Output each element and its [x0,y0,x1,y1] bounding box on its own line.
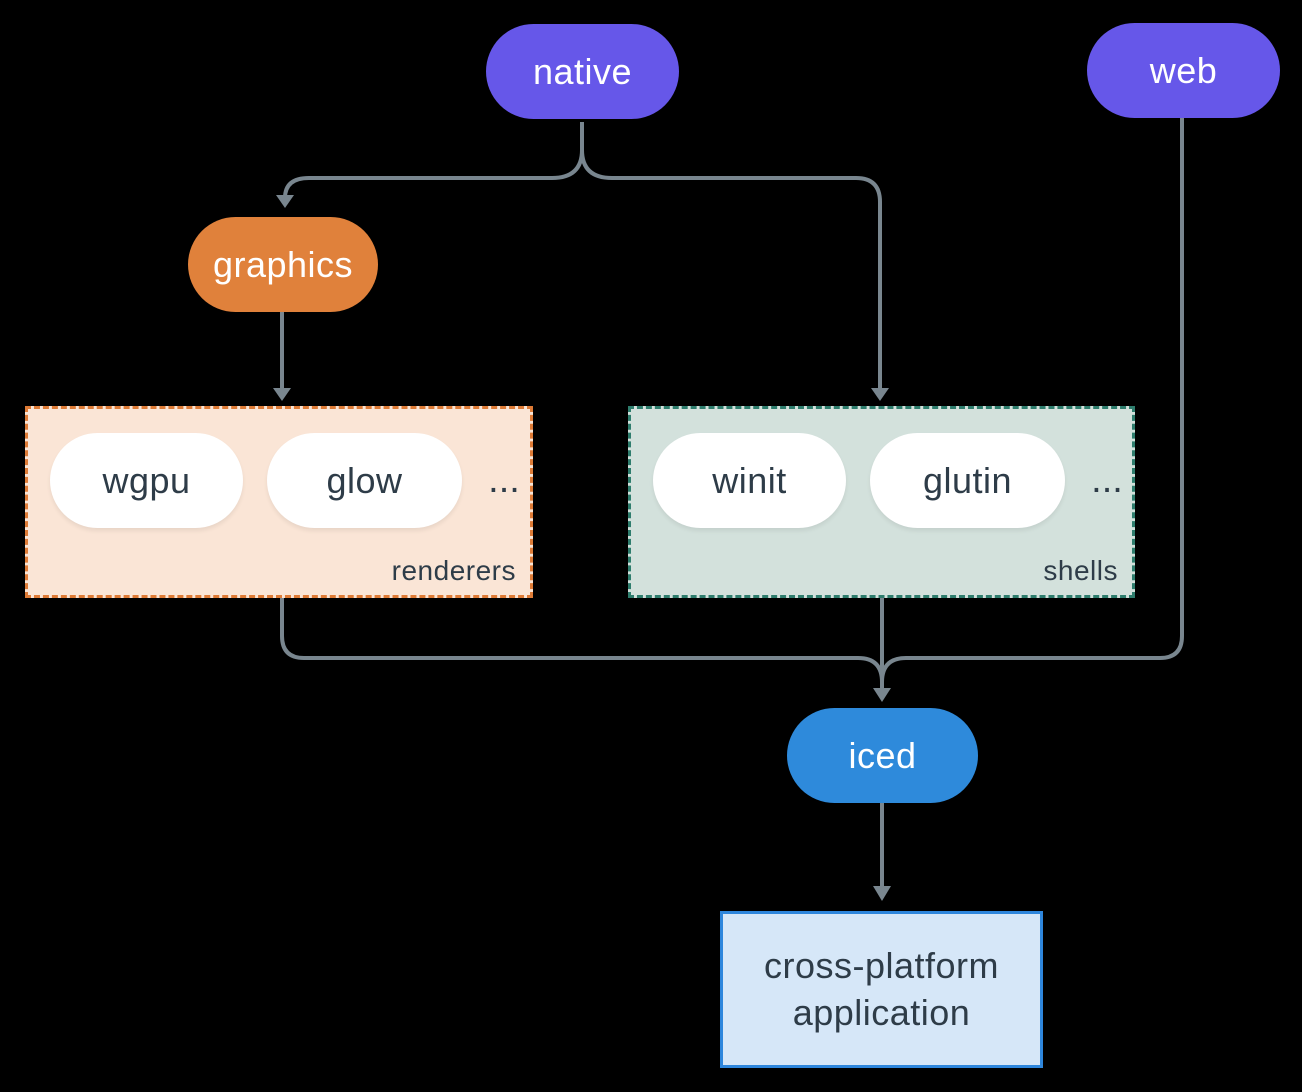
application-label-line2: application [792,991,971,1033]
group-renderers: wgpu glow ... renderers [25,406,533,598]
arrowhead-down-icon [873,688,891,702]
arrowhead-down-icon [873,886,891,901]
group-label-shells: shells [1043,555,1118,586]
node-web: web [1087,23,1280,118]
group-shells: winit glutin ... shells [628,406,1135,598]
arrowhead-down-icon [871,388,889,401]
node-glow: glow [267,433,462,528]
node-cross-platform-application: cross-platform application [720,911,1043,1068]
group-label-renderers: renderers [391,555,516,586]
application-label-line1: cross-platform [763,944,1000,986]
renderers-ellipsis: ... [488,459,520,501]
edge-renderers-to-iced [280,598,884,683]
shells-ellipsis: ... [1091,459,1123,501]
edge-native-to-graphics [283,122,584,199]
node-graphics: graphics [188,217,378,312]
node-native: native [486,24,679,119]
arrowhead-down-icon [276,195,294,208]
node-iced: iced [787,708,978,803]
arrowhead-down-icon [273,388,291,401]
node-wgpu: wgpu [50,433,243,528]
node-glutin: glutin [870,433,1065,528]
edge-native-to-shells [580,122,882,390]
edge-web-to-iced [880,118,1184,683]
node-winit: winit [653,433,846,528]
